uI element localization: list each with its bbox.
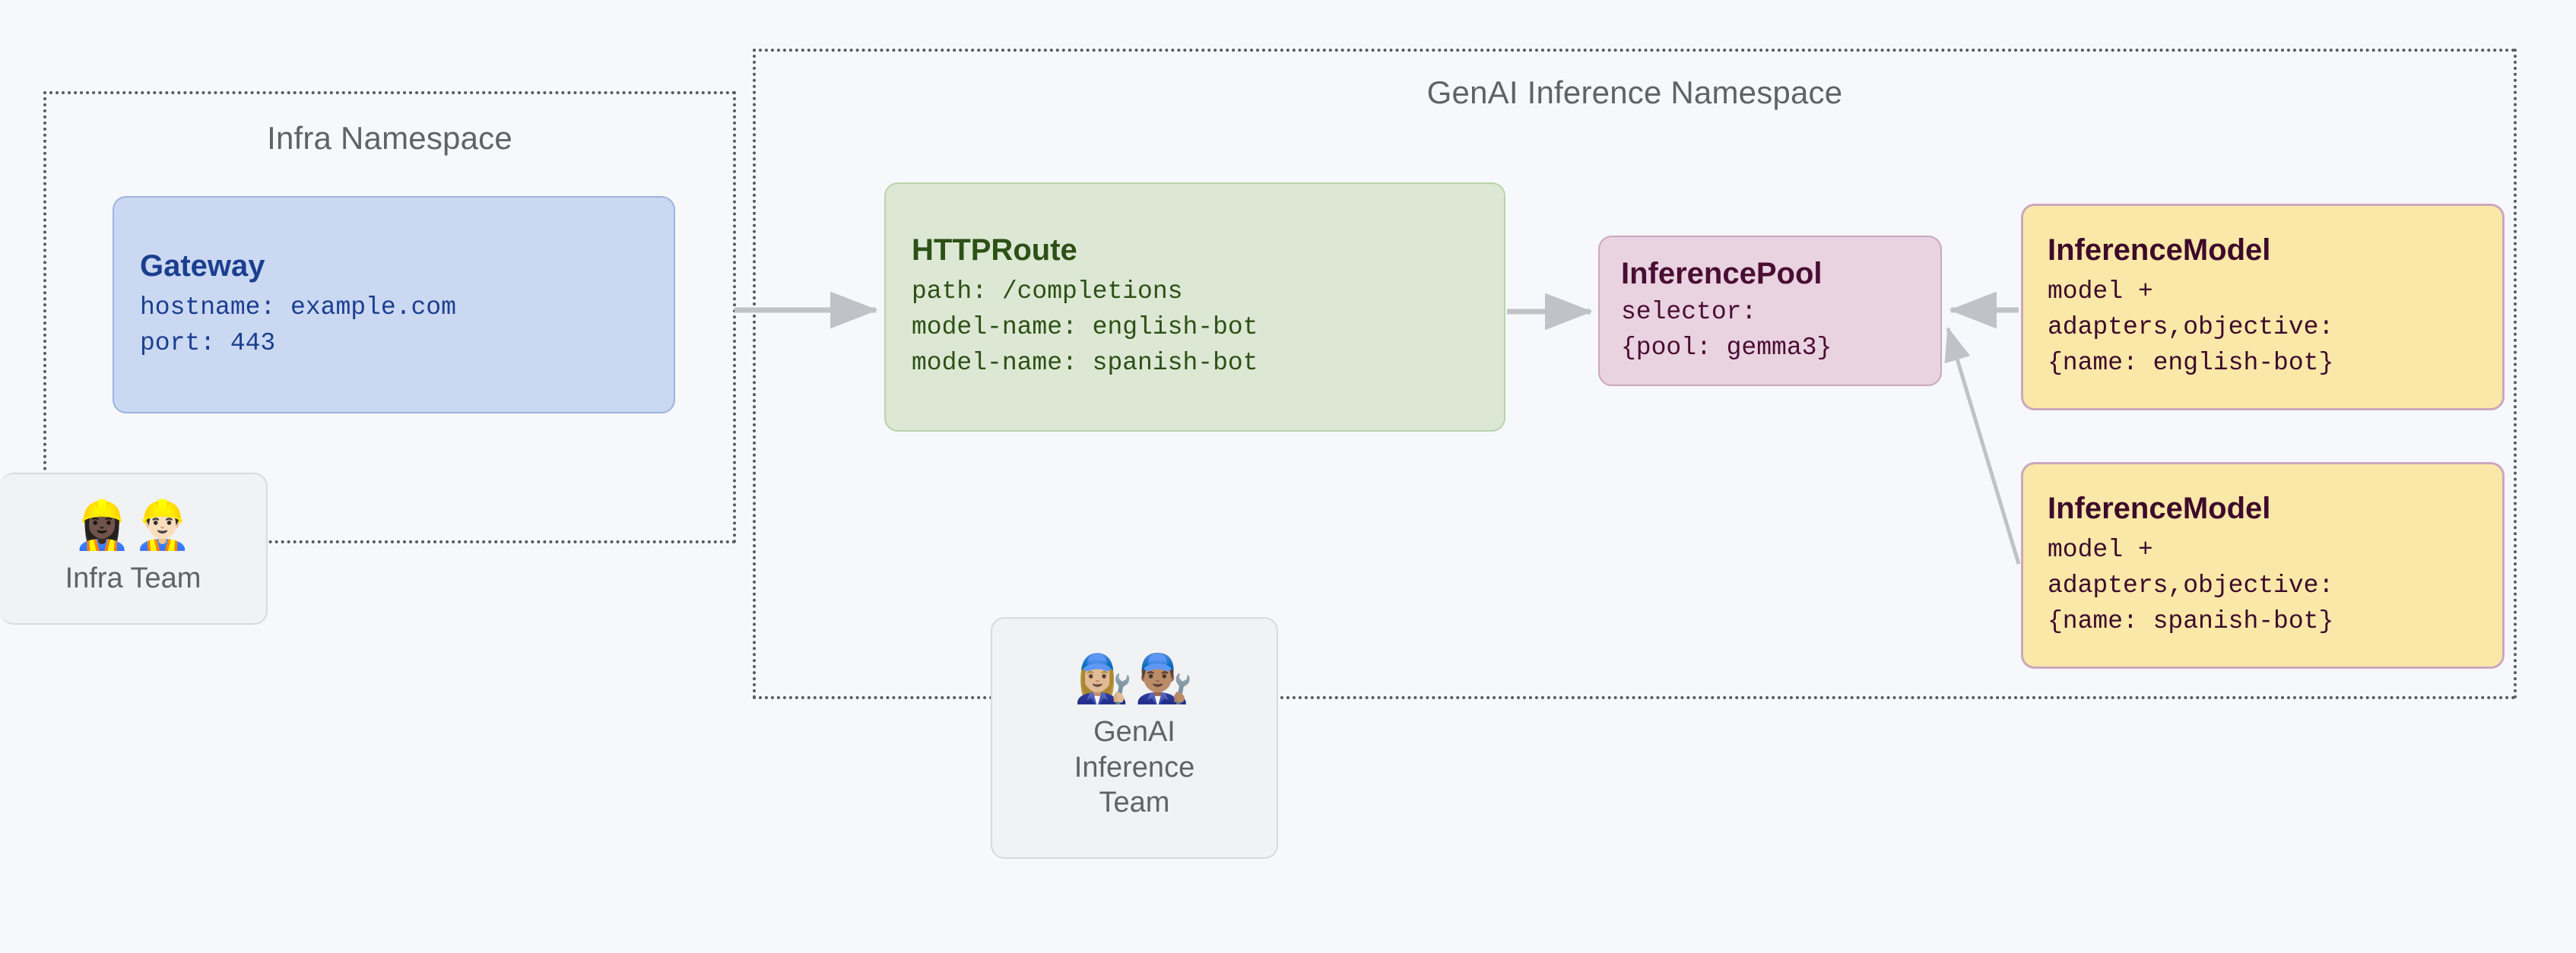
node-httproute-line-2: model-name: english-bot (912, 313, 1258, 342)
node-inferencemodel-spanish-title: InferenceModel (2048, 492, 2271, 526)
construction-worker-icons: 👷🏿‍♀️👷🏻‍♂️ (72, 496, 194, 552)
node-httproute-line-1: path: /completions (912, 277, 1183, 306)
node-inferencemodel-spanish-line-2: adapters,objective: (2048, 571, 2334, 600)
node-inferencepool-line-2: {pool: gemma3} (1621, 333, 1832, 362)
node-httproute[interactable]: HTTPRoute path: /completions model-name:… (884, 182, 1505, 432)
node-httproute-line-3: model-name: spanish-bot (912, 349, 1258, 378)
node-gateway-line-2: port: 443 (140, 328, 276, 357)
node-inferencepool-line-1: selector: (1621, 297, 1757, 326)
node-inferencemodel-spanish-line-1: model + (2048, 536, 2153, 565)
node-gateway-line-1: hostname: example.com (140, 293, 456, 321)
node-inferencemodel-english-line-3: {name: english-bot} (2048, 349, 2334, 378)
node-inferencemodel-spanish-line-3: {name: spanish-bot} (2048, 607, 2334, 636)
namespace-title-infra: Infra Namespace (267, 120, 512, 156)
team-badge-infra[interactable]: 👷🏿‍♀️👷🏻‍♂️ Infra Team (0, 473, 268, 625)
namespace-boundary-infra (43, 91, 736, 543)
node-inferencemodel-english-line-2: adapters,objective: (2048, 313, 2334, 342)
node-inferencemodel-english[interactable]: InferenceModel model + adapters,objectiv… (2021, 204, 2505, 410)
node-inferencemodel-english-line-1: model + (2048, 277, 2153, 306)
node-inferencemodel-english-title: InferenceModel (2048, 233, 2271, 268)
node-inferencepool[interactable]: InferencePool selector: {pool: gemma3} (1598, 236, 1942, 386)
namespace-boundary-genai (753, 49, 2517, 699)
node-inferencemodel-spanish[interactable]: InferenceModel model + adapters,objectiv… (2021, 462, 2505, 669)
node-gateway[interactable]: Gateway hostname: example.com port: 443 (113, 196, 675, 413)
node-httproute-title: HTTPRoute (912, 233, 1077, 268)
mechanic-icons: 👩🏼‍🔧👨🏽‍🔧 (1074, 651, 1195, 707)
team-badge-infra-label: Infra Team (65, 562, 201, 594)
node-gateway-title: Gateway (140, 249, 265, 283)
namespace-title-genai: GenAI Inference Namespace (1426, 74, 1843, 110)
node-inferencepool-title: InferencePool (1621, 256, 1823, 290)
